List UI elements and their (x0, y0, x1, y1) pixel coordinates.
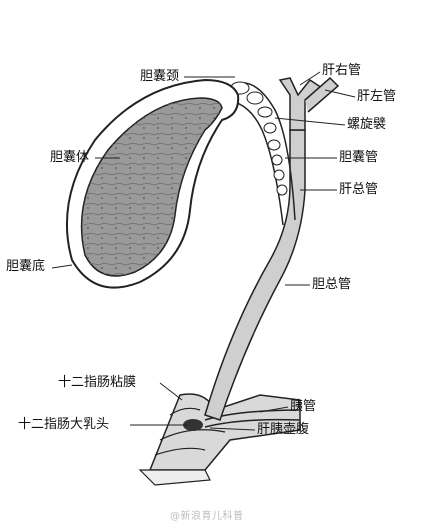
label-spiral-fold: 螺旋襞 (347, 117, 387, 132)
label-gallbladder-neck: 胆囊颈 (140, 69, 180, 84)
label-left-hepatic-duct: 肝左管 (357, 89, 397, 104)
label-right-hepatic-duct: 肝右管 (322, 63, 362, 78)
label-hepatopancreatic-ampulla: 肝胰壶腹 (257, 422, 310, 437)
label-cystic-duct: 胆囊管 (339, 150, 379, 165)
duodenum-shape (138, 393, 301, 486)
watermark: @新浪育儿科普 (170, 511, 244, 522)
label-common-hepatic-duct: 肝总管 (339, 182, 379, 197)
label-major-duodenal-papilla: 十二指肠大乳头 (18, 417, 110, 432)
label-gallbladder-body: 胆囊体 (50, 150, 90, 165)
label-duodenal-mucosa: 十二指肠粘膜 (58, 375, 137, 390)
leader-lines (51, 71, 356, 431)
label-common-bile-duct: 胆总管 (312, 277, 352, 292)
label-gallbladder-fundus: 胆囊底 (6, 259, 46, 274)
hepatic-ducts-shape (278, 77, 324, 131)
label-pancreatic-duct: 胰管 (290, 399, 317, 414)
common-bile-duct-shape (204, 129, 306, 421)
